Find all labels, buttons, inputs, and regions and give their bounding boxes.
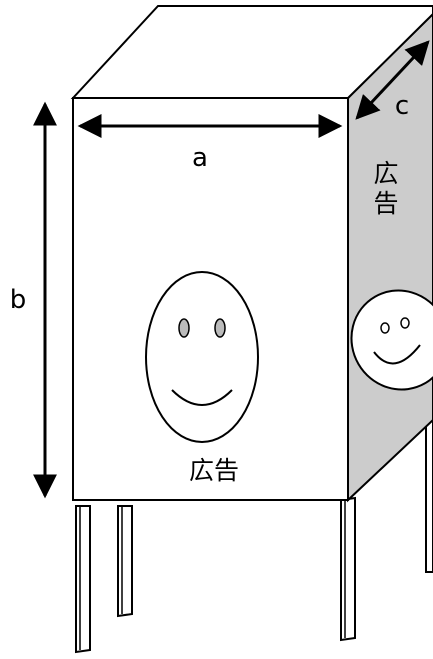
side-smiley	[350, 289, 433, 391]
side-smile	[373, 344, 421, 365]
side-ad-text-line2: 告	[373, 189, 398, 218]
front-face-outline	[145, 271, 259, 443]
side-ad-text-line1: 広	[373, 159, 398, 188]
leg-back-right	[425, 416, 433, 573]
front-smiley	[145, 271, 259, 443]
side-panel	[347, 12, 433, 503]
front-ad-text: 広告	[189, 456, 239, 485]
front-right-eye	[214, 318, 226, 338]
depth-arrow	[355, 40, 430, 120]
width-label: a	[192, 143, 208, 173]
depth-label: c	[395, 91, 409, 121]
side-left-eye	[380, 322, 390, 334]
side-right-eye	[400, 317, 410, 329]
leg-front-left	[75, 505, 91, 654]
front-left-eye	[178, 318, 190, 338]
leg-back-left	[117, 505, 133, 618]
front-smile	[171, 389, 233, 406]
side-face-outline	[350, 289, 433, 391]
height-label: b	[10, 285, 27, 315]
leg-front-right	[340, 496, 356, 642]
